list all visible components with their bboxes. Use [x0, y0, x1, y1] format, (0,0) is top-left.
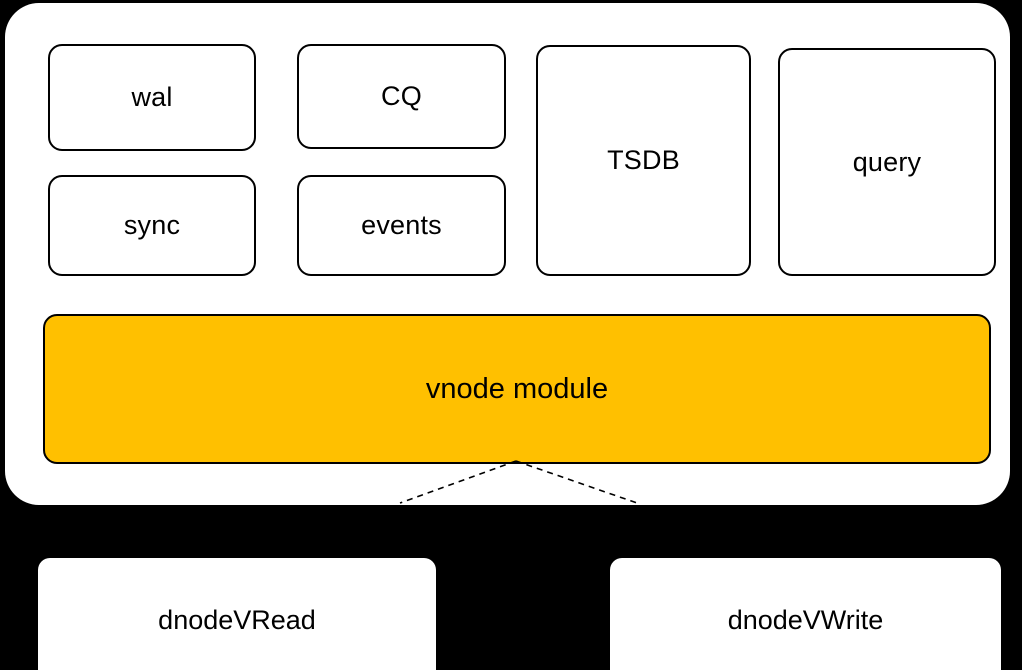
- module-label-cq: CQ: [381, 81, 422, 111]
- module-label-sync: sync: [123, 210, 181, 240]
- dnode-label-vwrite: dnodeVWrite: [727, 605, 884, 635]
- module-box-sync[interactable]: sync: [48, 175, 256, 276]
- vnode-container-panel: wal CQ sync events TSDB query vnode modu…: [5, 3, 1010, 505]
- module-label-wal: wal: [131, 82, 173, 112]
- module-box-wal[interactable]: wal: [48, 44, 256, 151]
- dnode-box-vread[interactable]: dnodeVRead: [38, 558, 436, 670]
- module-box-events[interactable]: events: [297, 175, 506, 276]
- module-label-events: events: [361, 210, 442, 240]
- dnode-box-vwrite[interactable]: dnodeVWrite: [610, 558, 1001, 670]
- module-box-query[interactable]: query: [778, 48, 996, 276]
- dnode-label-vread: dnodeVRead: [158, 605, 316, 635]
- module-label-tsdb: TSDB: [607, 145, 680, 175]
- module-box-tsdb[interactable]: TSDB: [536, 45, 751, 276]
- vnode-module-bar[interactable]: vnode module: [43, 314, 991, 464]
- module-box-cq[interactable]: CQ: [297, 44, 506, 149]
- vnode-module-label: vnode module: [425, 372, 609, 405]
- module-label-query: query: [852, 146, 922, 177]
